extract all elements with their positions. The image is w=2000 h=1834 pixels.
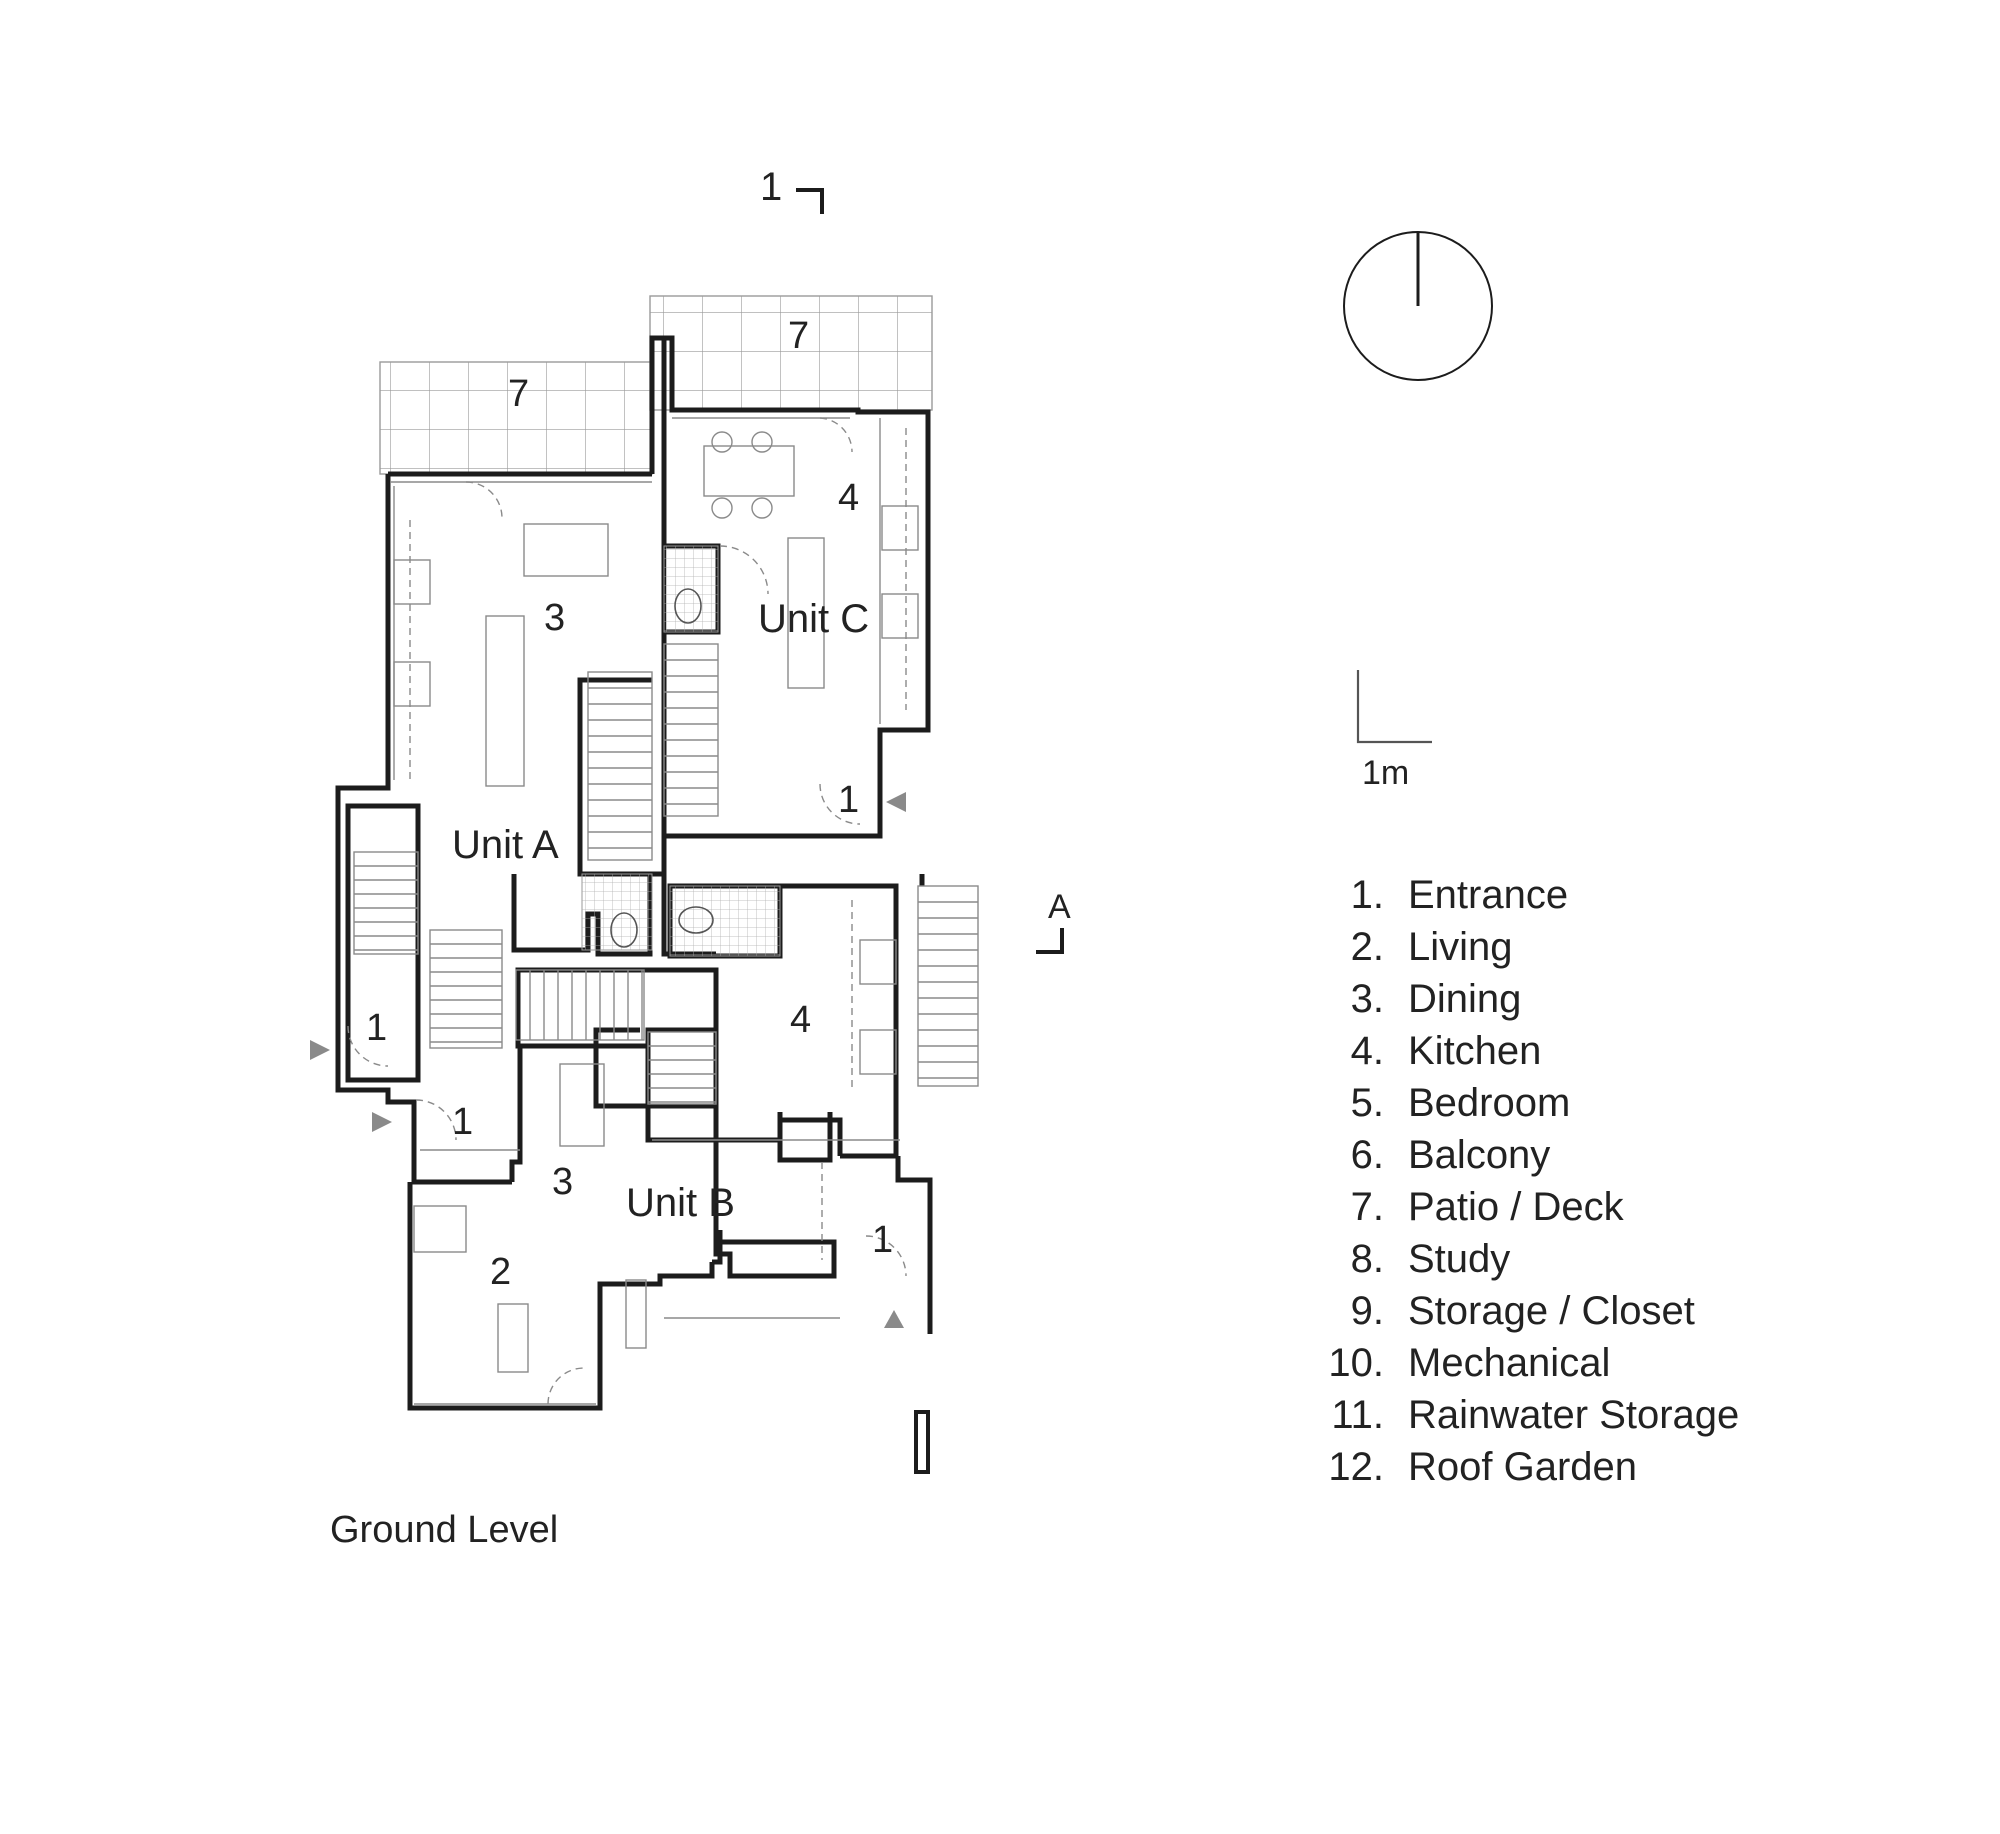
legend-item-number: 3. xyxy=(1351,977,1384,1021)
unit-a-entrance-upper-label: 1 xyxy=(366,1007,387,1049)
entrance-arrow-icon xyxy=(884,1310,904,1328)
patio-deck-left xyxy=(379,361,653,475)
legend-item-number: 12. xyxy=(1328,1445,1384,1489)
scale-bar-label: 1m xyxy=(1362,754,1409,792)
legend-item-number: 10. xyxy=(1328,1341,1384,1385)
legend-item-number: 7. xyxy=(1351,1185,1384,1229)
unit-a-dining-label: 3 xyxy=(544,597,565,639)
legend-item-number: 5. xyxy=(1351,1081,1384,1125)
legend-item-label: Dining xyxy=(1408,977,1521,1021)
entrance-arrow-icon xyxy=(310,1040,330,1060)
unit-c-entrance-label: 1 xyxy=(838,779,859,821)
legend-item-label: Storage / Closet xyxy=(1408,1289,1695,1333)
unit-c-label: Unit C xyxy=(758,597,869,641)
unit-a-label: Unit A xyxy=(452,823,559,867)
legend-item-label: Roof Garden xyxy=(1408,1445,1637,1489)
legend-item-label: Patio / Deck xyxy=(1408,1185,1625,1229)
legend-item-number: 6. xyxy=(1351,1133,1384,1177)
patio-label-left: 7 xyxy=(508,373,529,415)
legend-item-number: 9. xyxy=(1351,1289,1384,1333)
patio-label-right: 7 xyxy=(788,315,809,357)
legend-item-number: 1. xyxy=(1351,873,1384,917)
unit-b-entrance-label: 1 xyxy=(872,1219,893,1261)
legend-item-number: 2. xyxy=(1351,925,1384,969)
doors xyxy=(347,417,907,1405)
section-marker-a: A xyxy=(1036,888,1071,954)
legend-item-number: 11. xyxy=(1331,1393,1384,1437)
unit-b-kitchen-label: 4 xyxy=(790,999,811,1041)
stairs xyxy=(353,643,979,1105)
legend: 1. Entrance 2. Living 3. Dining 4. Kitchen 5. Bed… xyxy=(1328,873,1739,1489)
furniture xyxy=(413,431,825,1373)
section-marker-a-label: A xyxy=(1048,888,1071,926)
entrance-arrow-icon xyxy=(372,1112,392,1132)
legend-item-label: Entrance xyxy=(1408,873,1568,917)
unit-b-living-label: 2 xyxy=(490,1251,511,1293)
entrance-arrows xyxy=(310,792,906,1328)
room-labels: 7 7 3 Unit A 1 1 4 Unit C 1 4 3 Unit B 1… xyxy=(366,315,893,1293)
unit-a-entrance-lower-label: 1 xyxy=(452,1101,473,1143)
legend-item-label: Balcony xyxy=(1408,1133,1550,1177)
unit-b-dining-label: 3 xyxy=(552,1161,573,1203)
stair-treads xyxy=(354,659,978,1103)
bathrooms xyxy=(581,545,781,957)
drawing-caption: Ground Level xyxy=(330,1509,558,1551)
legend-item-label: Rainwater Storage xyxy=(1408,1393,1739,1437)
section-marker-1-label: 1 xyxy=(760,165,782,209)
glazing-lines xyxy=(390,417,900,1405)
legend-item-number: 8. xyxy=(1351,1237,1384,1281)
patio-deck-right xyxy=(649,295,933,411)
section-marker-1: 1 xyxy=(760,165,824,214)
legend-item-label: Kitchen xyxy=(1408,1029,1541,1073)
legend-item-label: Bedroom xyxy=(1408,1081,1570,1125)
legend-item-number: 4. xyxy=(1351,1029,1384,1073)
legend-item-label: Mechanical xyxy=(1408,1341,1610,1385)
scale-bar: 1m xyxy=(1356,670,1432,792)
legend-item-label: Study xyxy=(1408,1237,1510,1281)
unit-c-kitchen-label: 4 xyxy=(838,477,859,519)
unit-b-label: Unit B xyxy=(626,1181,735,1225)
north-arrow-icon xyxy=(1343,231,1493,381)
entrance-arrow-icon xyxy=(886,792,906,812)
kitchen-counters xyxy=(393,428,919,1260)
legend-item-label: Living xyxy=(1408,925,1513,969)
